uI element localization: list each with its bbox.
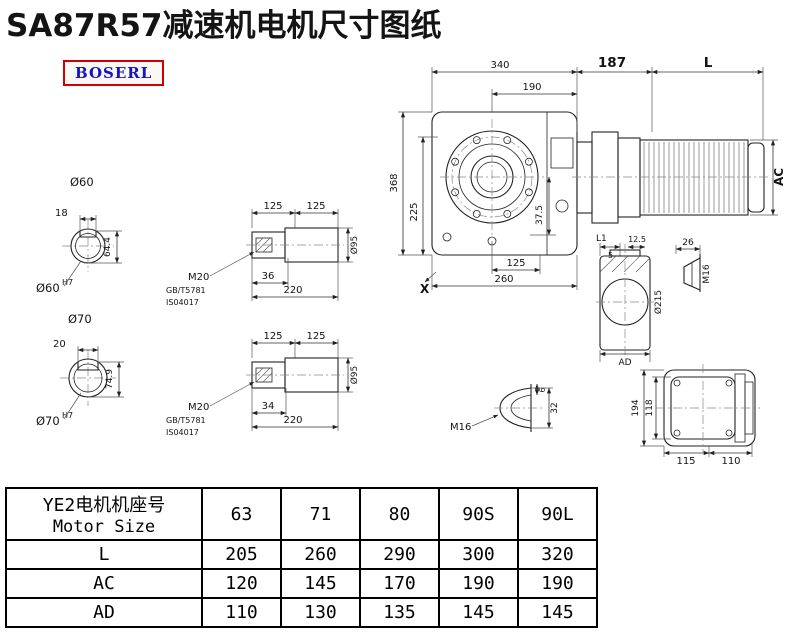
dim-motor-187: 187 xyxy=(598,55,626,71)
value-L-63: 205 xyxy=(201,539,282,570)
dim-6-label: 6 xyxy=(538,387,547,392)
shaft60-title: Ø60 xyxy=(70,175,94,189)
value-AC-90S: 190 xyxy=(438,568,519,599)
dim-32-label: 32 xyxy=(550,402,560,413)
value-AD-90L: 145 xyxy=(517,597,598,628)
value-L-80: 290 xyxy=(359,539,440,570)
value-AD-63: 110 xyxy=(201,597,282,628)
table-row-AD: AD 110 130 135 145 145 xyxy=(5,597,598,628)
dim-k2-seg1: 125 xyxy=(263,331,282,342)
plug2-thread-label: M16 xyxy=(450,422,471,433)
value-AD-71: 130 xyxy=(280,597,361,628)
shaft70-fit-tolerance: H7 xyxy=(62,411,73,420)
value-AD-80: 135 xyxy=(359,597,440,628)
value-L-90S: 300 xyxy=(438,539,519,570)
dim-125-label: 12.5 xyxy=(628,235,646,244)
k1-thread-label: M20 xyxy=(188,272,209,283)
dim-keyway-height-60: 64.4 xyxy=(103,237,113,257)
table-header-row: YE2电机机座号 Motor Size 63 71 80 90S 90L xyxy=(5,487,598,541)
shaft-section-60-view: Ø60 18 64.4 Ø60 H7 xyxy=(36,175,122,295)
dim-AD-label: AD xyxy=(618,358,631,368)
page-title: SA87R57减速机电机尺寸图纸 xyxy=(6,8,442,44)
value-AD-90S: 145 xyxy=(438,597,519,628)
dim-keyway-width-60: 18 xyxy=(55,208,68,219)
table-row-AC: AC 120 145 170 190 190 xyxy=(5,568,598,599)
dim-motor-L: L xyxy=(704,55,713,71)
table-row-L: L 205 260 290 300 320 xyxy=(5,539,598,570)
dim-k1-seg2: 125 xyxy=(306,201,325,212)
keyed-shaft-bottom-view: 125 125 M20 GB/T5781 IS04017 34 220 Ø95 xyxy=(166,331,360,437)
value-AC-80: 170 xyxy=(359,568,440,599)
gearbox-rear-view: 194 118 115 110 xyxy=(631,364,760,467)
view-x-label: X xyxy=(420,282,430,296)
dim-194-label: 194 xyxy=(631,399,641,416)
frame-size-90S: 90S xyxy=(438,487,519,541)
motor-side-view: 187 L AC xyxy=(572,55,786,224)
dimension-table: YE2电机机座号 Motor Size 63 71 80 90S 90L L 2… xyxy=(5,487,598,628)
k1-standard-2: IS04017 xyxy=(166,298,199,307)
plug-detail-26: 26 M16 xyxy=(675,238,712,292)
dim-flange-offset: 190 xyxy=(522,82,541,93)
dim-k2-total-length: 220 xyxy=(283,415,302,426)
dim-L1-label: L1 xyxy=(596,234,607,244)
dim-k2-seg2: 125 xyxy=(306,331,325,342)
shaft60-fit-label: Ø60 xyxy=(36,281,60,295)
brand-logo: BOSERL xyxy=(63,60,165,86)
engineering-drawing: Ø60 18 64.4 Ø60 H7 Ø70 20 74.9 Ø70 H7 xyxy=(36,55,786,467)
dim-110-label: 110 xyxy=(721,456,740,467)
value-L-90L: 320 xyxy=(517,539,598,570)
shaft60-fit-tolerance: H7 xyxy=(62,278,73,287)
dim-k2-diameter: Ø95 xyxy=(349,366,360,385)
motor-size-header: YE2电机机座号 Motor Size xyxy=(5,487,203,541)
dim-motor-AC: AC xyxy=(772,168,786,186)
row-label-AC: AC xyxy=(5,568,203,599)
dim-118-label: 118 xyxy=(645,399,655,416)
dim-k1-diameter: Ø95 xyxy=(349,236,360,255)
dim-keyway-width-70: 20 xyxy=(53,339,66,350)
motor-size-header-cn: YE2电机机座号 xyxy=(42,495,166,516)
dim-k1-total-length: 220 xyxy=(283,285,302,296)
dim-keyway-height-70: 74.9 xyxy=(105,369,115,389)
dim-k1-seg1: 125 xyxy=(263,201,282,212)
dim-center-height: 225 xyxy=(409,202,420,221)
gearbox-side-view: L1 12.5 5 Ø215 AD xyxy=(596,234,664,368)
shaft70-title: Ø70 xyxy=(68,312,92,326)
frame-size-90L: 90L xyxy=(517,487,598,541)
row-label-L: L xyxy=(5,539,203,570)
shaft70-fit-label: Ø70 xyxy=(36,414,60,428)
motor-size-header-en: Motor Size xyxy=(52,517,156,537)
value-AC-71: 145 xyxy=(280,568,361,599)
frame-size-63: 63 xyxy=(201,487,282,541)
dim-gearbox-height: 368 xyxy=(389,173,400,192)
frame-size-71: 71 xyxy=(280,487,361,541)
dim-k1-key-length: 36 xyxy=(262,271,275,282)
plug1-thread-label: M16 xyxy=(702,264,712,283)
value-L-71: 260 xyxy=(280,539,361,570)
dim-115-label: 115 xyxy=(676,456,695,467)
dim-k2-key-length: 34 xyxy=(262,401,275,412)
row-label-AD: AD xyxy=(5,597,203,628)
keyed-shaft-top-view: 125 125 M20 GB/T5781 IS04017 36 220 Ø95 xyxy=(166,201,360,307)
frame-size-80: 80 xyxy=(359,487,440,541)
dim-dia-215: Ø215 xyxy=(653,290,664,314)
dim-bottom-125: 125 xyxy=(506,258,525,269)
k2-standard-1: GB/T5781 xyxy=(166,416,206,425)
dim-gearbox-width: 340 xyxy=(490,60,509,71)
dim-offset-375: 37.5 xyxy=(535,205,545,225)
shaft-section-70-view: Ø70 20 74.9 Ø70 H7 xyxy=(36,312,124,428)
breather-plug-detail: M16 6 32 xyxy=(450,383,560,433)
dim-bottom-260: 260 xyxy=(494,274,513,285)
dim-26-label: 26 xyxy=(682,238,694,248)
k1-standard-1: GB/T5781 xyxy=(166,286,206,295)
gearbox-front-view: 340 190 368 225 37.5 125 260 X xyxy=(389,60,578,296)
value-AC-90L: 190 xyxy=(517,568,598,599)
k2-standard-2: IS04017 xyxy=(166,428,199,437)
k2-thread-label: M20 xyxy=(188,402,209,413)
value-AC-63: 120 xyxy=(201,568,282,599)
